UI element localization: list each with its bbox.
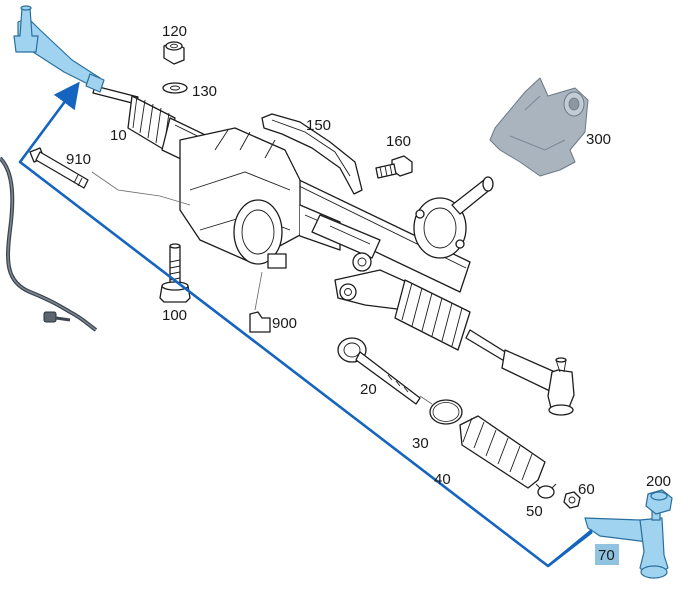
label-300: 300 bbox=[586, 131, 611, 148]
highlight-route-path bbox=[18, 81, 593, 568]
washer-130 bbox=[162, 82, 188, 94]
nut-200 bbox=[645, 489, 673, 515]
connector-900 bbox=[249, 311, 271, 333]
part-labels: 120 130 10 150 160 300 910 100 900 20 30… bbox=[66, 23, 671, 565]
bellows-40 bbox=[459, 415, 546, 489]
pinion-housing bbox=[413, 176, 494, 259]
label-50: 50 bbox=[526, 503, 543, 520]
label-20: 20 bbox=[360, 381, 377, 398]
label-200: 200 bbox=[646, 473, 671, 490]
clamp-30 bbox=[429, 399, 463, 425]
cover-300 bbox=[489, 77, 589, 177]
label-70-highlight bbox=[595, 544, 619, 565]
clip-50 bbox=[535, 483, 557, 499]
bolt-910 bbox=[29, 147, 89, 189]
heat-shield-150 bbox=[261, 113, 363, 195]
label-120: 120 bbox=[162, 23, 187, 40]
right-tie-rod-end-installed bbox=[501, 349, 575, 416]
label-160: 160 bbox=[386, 133, 411, 150]
bolt-160 bbox=[375, 155, 413, 179]
left-bellows bbox=[127, 95, 176, 153]
tie-rod-end-70 bbox=[584, 503, 669, 579]
inner-tie-rod-20 bbox=[337, 337, 421, 405]
label-100: 100 bbox=[162, 307, 187, 324]
label-900: 900 bbox=[272, 315, 297, 332]
label-10: 10 bbox=[110, 127, 127, 144]
nut-60 bbox=[563, 491, 581, 509]
steering-rack-assembly bbox=[92, 85, 575, 416]
leader-lines bbox=[91, 171, 433, 405]
label-70: 70 bbox=[598, 547, 615, 564]
label-150: 150 bbox=[306, 117, 331, 134]
label-30: 30 bbox=[412, 435, 429, 452]
right-bellows bbox=[394, 279, 471, 351]
nut-120 bbox=[163, 41, 185, 65]
label-910: 910 bbox=[66, 151, 91, 168]
label-40: 40 bbox=[434, 471, 451, 488]
label-60: 60 bbox=[578, 481, 595, 498]
label-130: 130 bbox=[192, 83, 217, 100]
left-tie-rod-end-highlighted bbox=[13, 5, 105, 93]
wiring-harness bbox=[0, 156, 98, 332]
motor-housing bbox=[179, 127, 341, 269]
